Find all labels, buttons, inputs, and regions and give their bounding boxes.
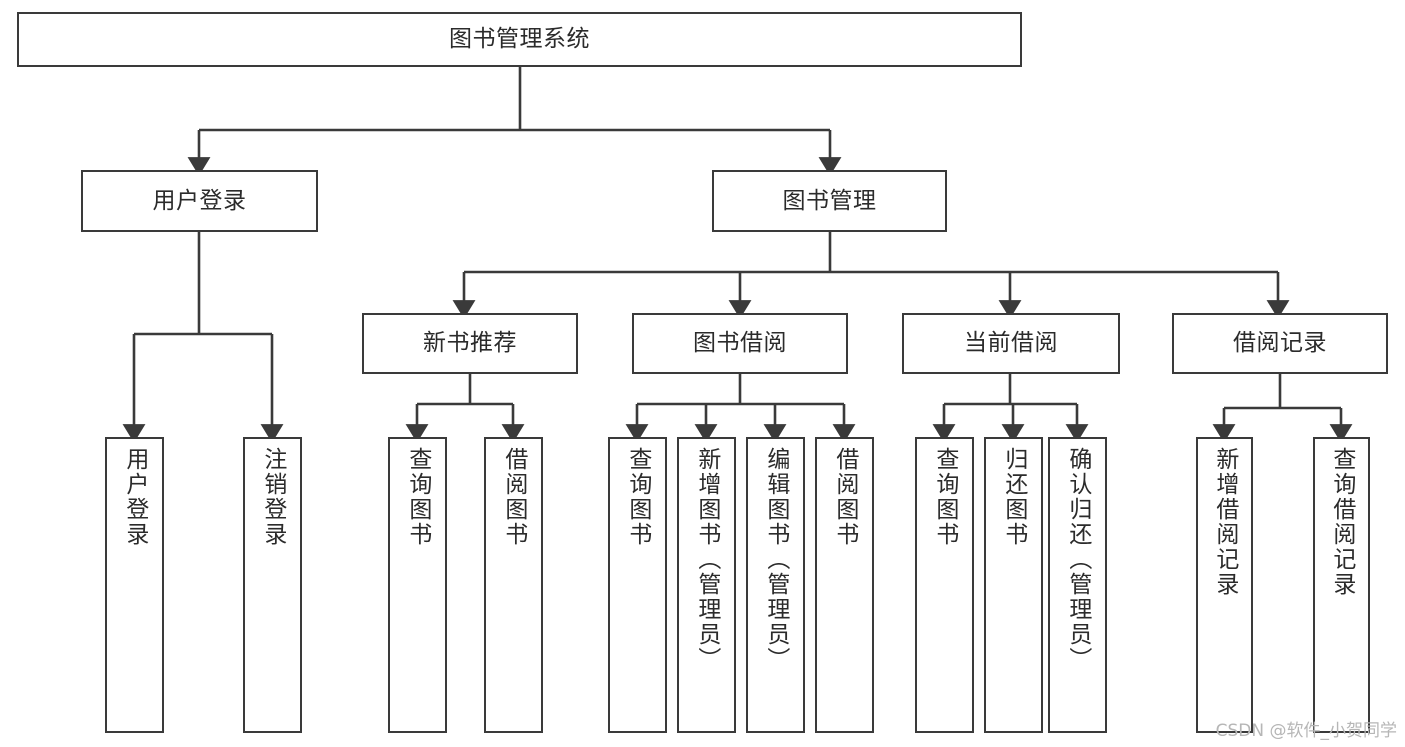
leaf-add-book-admin-label: 新增图书（管理员） — [693, 447, 720, 672]
leaf-borrow-book-label: 借阅图书 — [831, 447, 858, 547]
leaf-add-borrow-record-label: 新增借阅记录 — [1211, 447, 1238, 597]
leaf-query-book-current-label: 查询图书 — [931, 447, 958, 547]
leaf-user-login[interactable]: 用户登录 — [105, 437, 164, 733]
leaf-confirm-return-admin-label: 确认归还（管理员） — [1064, 447, 1091, 672]
leaf-query-book-current[interactable]: 查询图书 — [915, 437, 974, 733]
node-new-book-recommend-label: 新书推荐 — [423, 330, 517, 357]
node-book-borrow[interactable]: 图书借阅 — [632, 313, 848, 374]
leaf-query-book-borrow-label: 查询图书 — [624, 447, 651, 547]
leaf-add-borrow-record[interactable]: 新增借阅记录 — [1196, 437, 1253, 733]
leaf-borrow-book[interactable]: 借阅图书 — [815, 437, 874, 733]
leaf-borrow-book-new-label: 借阅图书 — [500, 447, 527, 547]
leaf-confirm-return-admin[interactable]: 确认归还（管理员） — [1048, 437, 1107, 733]
node-book-borrow-label: 图书借阅 — [693, 330, 787, 357]
node-borrow-records[interactable]: 借阅记录 — [1172, 313, 1388, 374]
leaf-logout[interactable]: 注销登录 — [243, 437, 302, 733]
node-current-borrow[interactable]: 当前借阅 — [902, 313, 1120, 374]
leaf-query-borrow-record-label: 查询借阅记录 — [1328, 447, 1355, 597]
leaf-query-book-borrow[interactable]: 查询图书 — [608, 437, 667, 733]
leaf-add-book-admin[interactable]: 新增图书（管理员） — [677, 437, 736, 733]
leaf-query-book-new-label: 查询图书 — [404, 447, 431, 547]
leaf-query-borrow-record[interactable]: 查询借阅记录 — [1313, 437, 1370, 733]
node-root-label: 图书管理系统 — [449, 26, 590, 53]
leaf-edit-book-admin-label: 编辑图书（管理员） — [762, 447, 789, 672]
node-book-management[interactable]: 图书管理 — [712, 170, 947, 232]
node-root[interactable]: 图书管理系统 — [17, 12, 1022, 67]
node-user-login-label: 用户登录 — [152, 187, 247, 214]
node-book-management-label: 图书管理 — [782, 187, 877, 214]
leaf-logout-label: 注销登录 — [259, 447, 286, 547]
node-borrow-records-label: 借阅记录 — [1233, 330, 1327, 357]
leaf-user-login-label: 用户登录 — [121, 447, 148, 547]
csdn-watermark: CSDN @软件_小贺同学 — [1215, 721, 1397, 741]
node-new-book-recommend[interactable]: 新书推荐 — [362, 313, 578, 374]
leaf-return-book[interactable]: 归还图书 — [984, 437, 1043, 733]
leaf-borrow-book-new[interactable]: 借阅图书 — [484, 437, 543, 733]
leaf-query-book-new[interactable]: 查询图书 — [388, 437, 447, 733]
node-current-borrow-label: 当前借阅 — [964, 330, 1058, 357]
leaf-edit-book-admin[interactable]: 编辑图书（管理员） — [746, 437, 805, 733]
leaf-return-book-label: 归还图书 — [1000, 447, 1027, 547]
node-user-login[interactable]: 用户登录 — [81, 170, 318, 232]
